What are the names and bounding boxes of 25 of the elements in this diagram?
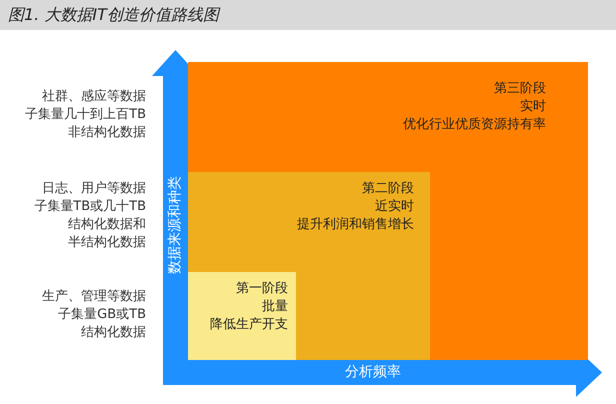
stage-heading: 第二阶段 [362,180,414,198]
axis-title: 分析频率 [345,363,401,381]
stage-box [188,272,296,360]
stage-text: 提升利润和销售增长 [297,216,414,234]
axis-category-label: 结构化数据 [81,324,146,342]
axis-category-label: 结构化数据和 [68,216,146,234]
axis-title: 数据来源和种类 [166,176,184,274]
stage-heading: 第三阶段 [494,80,546,98]
stage-heading: 第一阶段 [236,280,288,298]
axis-category-label: 日志、用户等数据 [42,180,146,198]
stage-text: 实时 [520,98,546,116]
stage-text: 降低生产开支 [210,316,288,334]
stage-text: 批量 [262,298,288,316]
axis-category-label: 社群、感应等数据 [42,88,146,106]
axis-category-label: 半结构化数据 [68,234,146,252]
axis-category-label: 子集量几十到上百TB [25,106,146,124]
stage-text: 优化行业优质资源持有率 [403,116,546,134]
axis-category-label: 生产、管理等数据 [42,288,146,306]
axis-category-label: 非结构化数据 [68,124,146,142]
figure-title: 图1. 大数据IT创造价值路线图 [8,5,219,26]
axis-category-label: 子集量TB或几十TB [34,198,146,216]
axis-category-label: 子集量GB或TB [58,306,146,324]
stage-box [188,62,588,360]
stage-text: 近实时 [375,198,414,216]
stage-box [188,172,430,360]
